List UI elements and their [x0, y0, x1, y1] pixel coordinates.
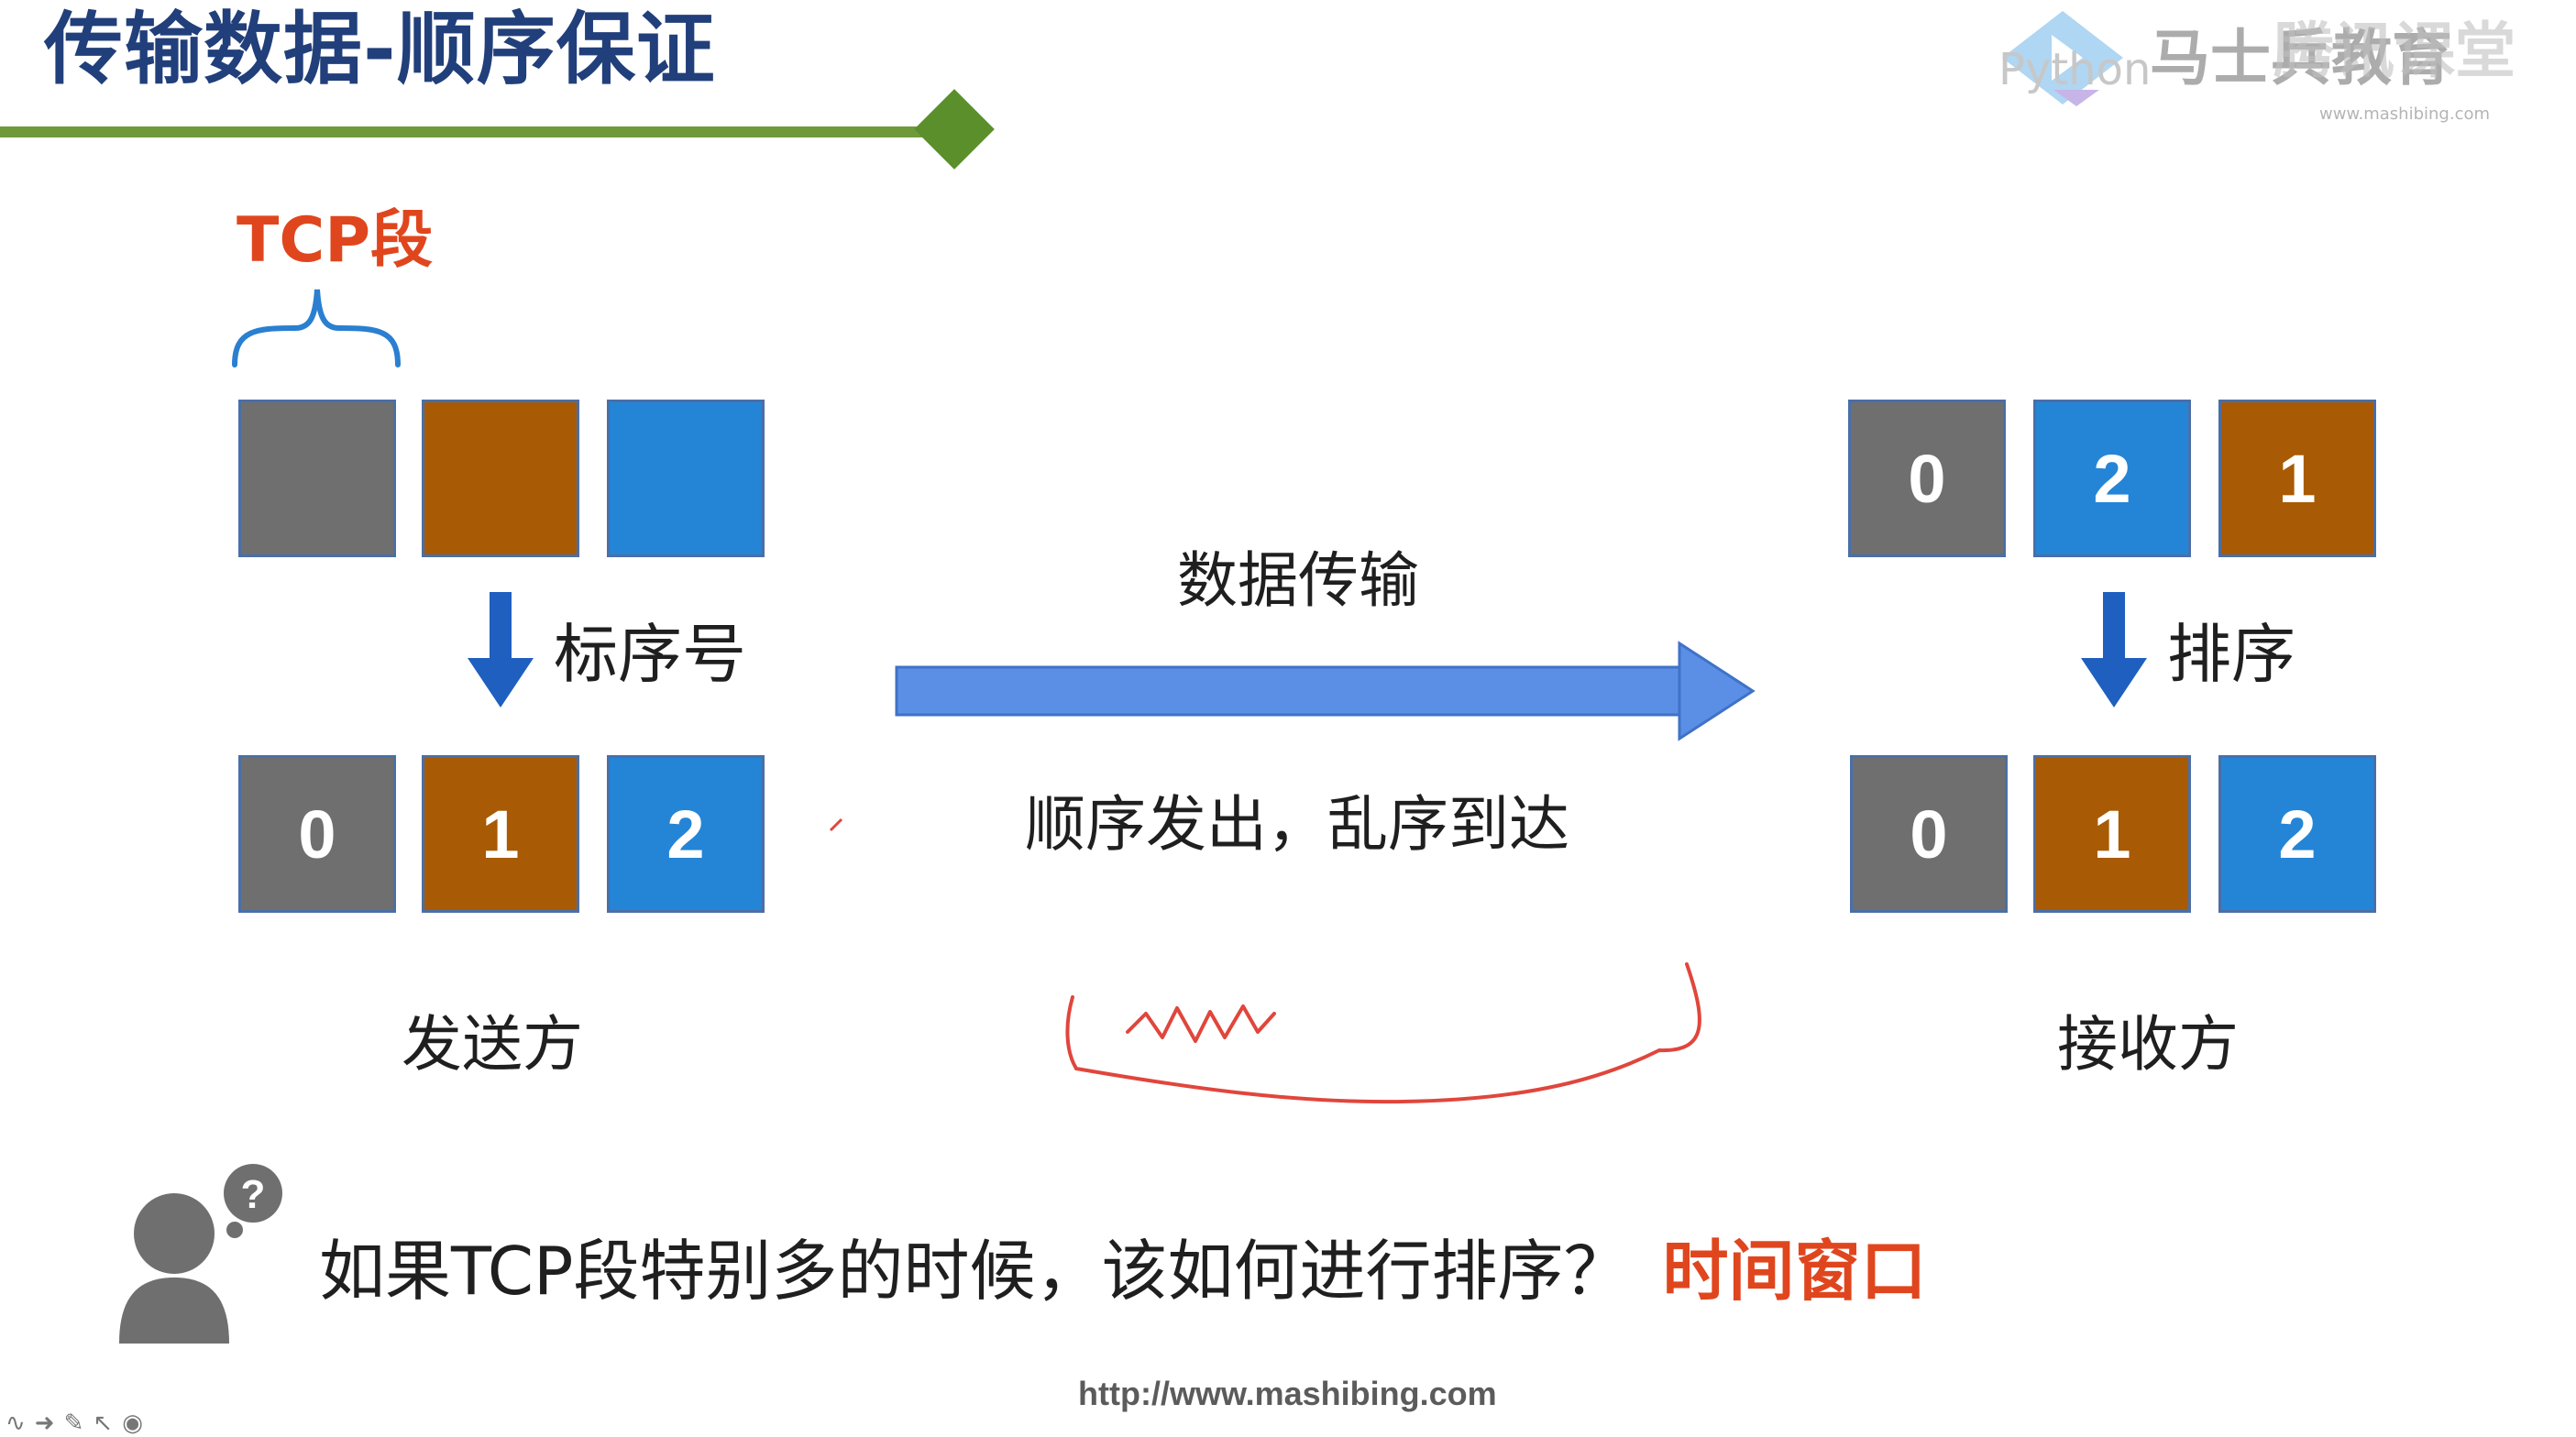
record-icon[interactable]: ◉: [122, 1410, 152, 1437]
receiver-numbered-box: 1: [2033, 755, 2191, 913]
sender-step-label: 标序号: [554, 617, 746, 692]
segment-number: 2: [2278, 795, 2317, 872]
annotation-scribble-icon: [1065, 962, 1701, 1104]
sender-numbered-box: 2: [607, 755, 765, 913]
receiver-caption: 接收方: [2057, 1009, 2239, 1080]
segment-number: 0: [1910, 795, 1948, 872]
question-line: 如果TCP段特别多的时候，该如何进行排序？ 时间窗口: [319, 1217, 1926, 1313]
arrow-icon[interactable]: ➜: [34, 1410, 64, 1437]
sender-segment-box: [422, 400, 579, 557]
transfer-arrow-icon: [895, 641, 1756, 741]
logo-subtext: Python: [1998, 44, 2152, 95]
sender-segment-box: [238, 400, 396, 557]
annotation-mark-icon: [829, 817, 843, 832]
segment-number: 0: [1908, 440, 1946, 517]
slide-title: 传输数据-顺序保证: [44, 4, 716, 95]
person-question-icon: ?: [119, 1164, 282, 1344]
segment-number: 1: [2093, 795, 2131, 872]
logo-url: www.mashibing.com: [2319, 104, 2491, 124]
footer-url: http://www.mashibing.com: [1078, 1375, 1497, 1412]
down-arrow-icon: [468, 592, 534, 708]
curly-brace-icon: [232, 289, 401, 367]
receiver-segment-box: 0: [1848, 400, 2006, 557]
segment-number: 2: [666, 795, 705, 872]
play-logo-icon: [2002, 11, 2123, 106]
eraser-icon[interactable]: ✎: [63, 1410, 94, 1437]
sender-caption: 发送方: [402, 1009, 583, 1080]
sender-numbered-box: 0: [238, 755, 396, 913]
segment-number: 1: [2278, 440, 2317, 517]
svg-text:?: ?: [241, 1172, 266, 1217]
receiver-segment-box: 1: [2218, 400, 2376, 557]
title-diamond-decoration: [914, 89, 995, 170]
receiver-step-label: 排序: [2167, 617, 2295, 692]
pointer-icon[interactable]: ↖: [93, 1410, 123, 1437]
receiver-numbered-box: 2: [2218, 755, 2376, 913]
question-text: 如果TCP段特别多的时候，该如何进行排序？: [319, 1233, 1630, 1310]
receiver-segment-box: 2: [2033, 400, 2191, 557]
tcp-segment-label: TCP段: [237, 204, 434, 277]
down-arrow-icon: [2081, 592, 2147, 708]
brand-logo: Python 马士兵教育 腾讯课堂 www.mashibing.com: [1998, 7, 2567, 126]
transfer-label: 数据传输: [1177, 545, 1419, 616]
title-divider: [0, 126, 963, 137]
logo-text: 马士兵教育: [2150, 23, 2452, 93]
sender-segment-box: [607, 400, 765, 557]
receiver-numbered-box: 0: [1850, 755, 2008, 913]
answer-text: 时间窗口: [1662, 1233, 1927, 1310]
segment-number: 1: [481, 795, 520, 872]
pen-icon[interactable]: ∿: [6, 1410, 35, 1437]
segment-number: 2: [2093, 440, 2131, 517]
logo-overlay-text: 腾讯课堂: [2273, 16, 2515, 86]
segment-number: 0: [298, 795, 336, 872]
sender-numbered-box: 1: [422, 755, 579, 913]
presentation-toolbar[interactable]: ∿➜✎↖◉: [6, 1410, 152, 1437]
transfer-description: 顺序发出，乱序到达: [1025, 789, 1569, 860]
